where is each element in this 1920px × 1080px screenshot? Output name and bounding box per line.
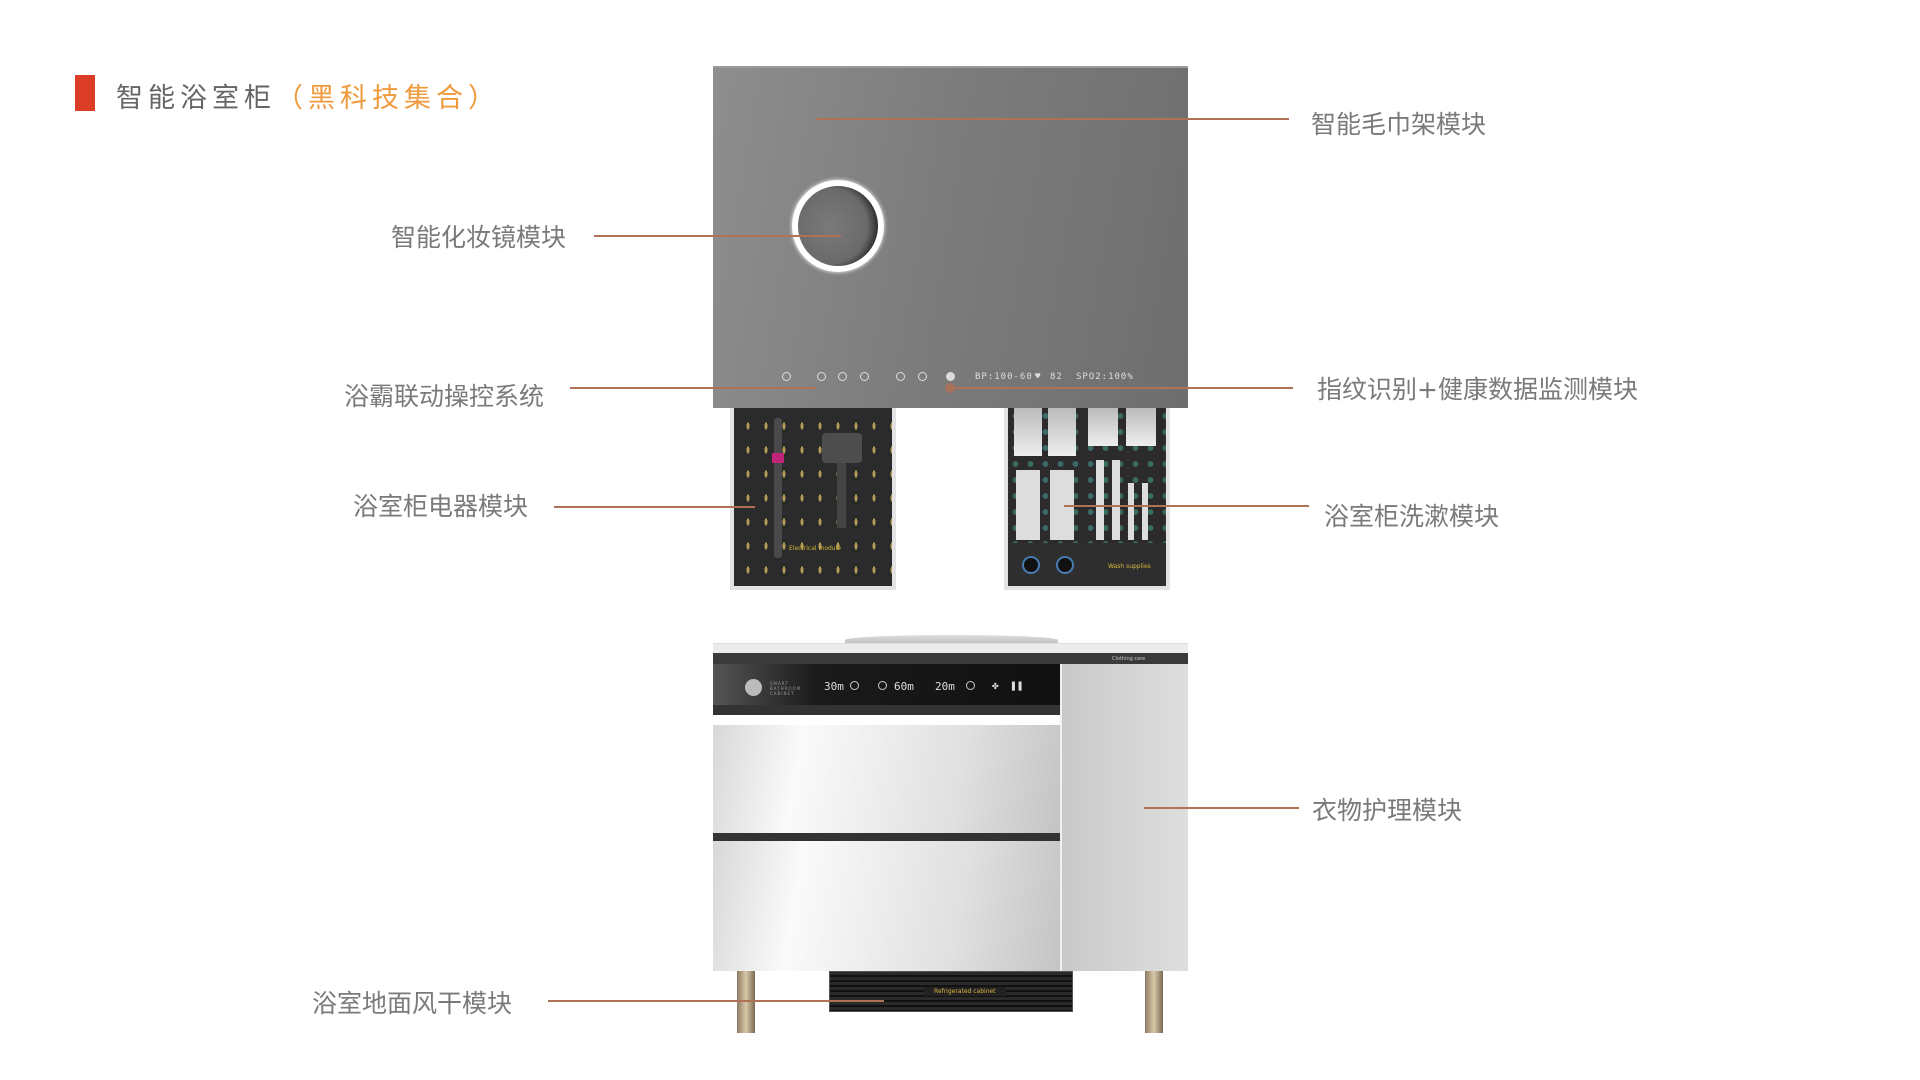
timer-60m: 60m xyxy=(894,680,914,693)
hair-styler xyxy=(774,418,782,558)
tube xyxy=(1016,470,1040,540)
toothbrush xyxy=(1112,460,1120,540)
electrical-tag: Electrical module xyxy=(789,545,841,552)
cup xyxy=(1014,408,1042,456)
mode-button[interactable] xyxy=(878,681,887,690)
leader-line xyxy=(1144,807,1299,809)
label-fingerprint-health: 指纹识别+健康数据监测模块 xyxy=(1317,375,1638,404)
heart-icon: ♥ xyxy=(1035,372,1042,382)
drawer-divider xyxy=(713,833,1060,841)
fan-icon: ✤ xyxy=(992,679,999,692)
pause-icon xyxy=(817,372,826,381)
leader-line xyxy=(594,235,841,237)
mode-icon xyxy=(838,372,847,381)
clothing-tag: Clothing care xyxy=(1112,656,1146,662)
label-bath-heater-control: 浴霸联动操控系统 xyxy=(344,382,545,411)
toothbrush xyxy=(1142,483,1148,540)
label-wash: 浴室柜洗漱模块 xyxy=(1324,502,1500,531)
label-makeup-mirror: 智能化妆镜模块 xyxy=(391,223,567,252)
title-main: 智能浴室柜 xyxy=(116,83,276,114)
timer-30m: 30m xyxy=(824,680,844,693)
toothbrush xyxy=(1128,483,1134,540)
label-floor-dry: 浴室地面风干模块 xyxy=(312,989,513,1018)
floor-dryer: Refrigerated cabinet xyxy=(829,971,1073,1012)
right-leg xyxy=(1145,971,1163,1033)
leader-line xyxy=(950,387,1293,389)
stop-icon xyxy=(918,372,927,381)
cup xyxy=(1126,408,1156,446)
label-clothing-care: 衣物护理模块 xyxy=(1312,796,1463,825)
pause-icon[interactable]: ❚❚ xyxy=(1010,679,1024,692)
timer-button[interactable] xyxy=(966,681,975,690)
light-icon xyxy=(782,372,791,381)
left-leg xyxy=(737,971,755,1033)
countertop xyxy=(713,643,1188,653)
cup xyxy=(1088,408,1118,446)
lower-drawer[interactable] xyxy=(713,841,1060,971)
heat-icon xyxy=(860,372,869,381)
cup xyxy=(1048,408,1076,456)
dryer-handle xyxy=(837,463,846,528)
brand-text: SMART BATHROOM CABINET xyxy=(770,681,802,696)
spo2-readout: SPO2:100% xyxy=(1076,372,1134,382)
leader-dot xyxy=(945,383,955,393)
title-subtitle: （黑科技集合） xyxy=(276,83,500,114)
clothing-care-door xyxy=(1060,664,1188,971)
fingerprint-icon xyxy=(946,372,955,381)
socket[interactable] xyxy=(1056,556,1074,574)
page-title: 智能浴室柜（黑科技集合） xyxy=(116,76,500,115)
control-panel xyxy=(713,664,1060,715)
top-band xyxy=(713,653,1188,664)
timer-20m: 20m xyxy=(935,680,955,693)
fan-icon xyxy=(896,372,905,381)
mirror-cabinet-panel xyxy=(713,66,1188,408)
styler-ring xyxy=(772,453,784,463)
basin xyxy=(845,635,1058,645)
brand-logo xyxy=(745,679,762,696)
leader-line xyxy=(816,118,1289,120)
blood-pressure-readout: BP:100-60 xyxy=(975,372,1033,382)
title-accent-bar xyxy=(75,75,95,111)
socket[interactable] xyxy=(1022,556,1040,574)
heart-rate-readout: 82 xyxy=(1050,372,1063,382)
hair-dryer xyxy=(822,433,862,463)
label-towel-rack: 智能毛巾架模块 xyxy=(1311,110,1487,139)
makeup-mirror xyxy=(792,180,884,272)
leader-line xyxy=(548,1000,884,1002)
toothbrush xyxy=(1096,460,1104,540)
wash-drawer: Wash supplies xyxy=(1004,408,1170,590)
leader-line xyxy=(1064,505,1309,507)
fridge-tag: Refrigerated cabinet xyxy=(924,987,1006,996)
leader-line xyxy=(554,506,755,508)
label-electrical: 浴室柜电器模块 xyxy=(353,492,529,521)
leader-line xyxy=(570,387,816,389)
wash-tag: Wash supplies xyxy=(1108,563,1151,570)
electrical-drawer: Electrical module xyxy=(730,408,896,590)
timer-button[interactable] xyxy=(850,681,859,690)
upper-drawer[interactable] xyxy=(713,725,1060,833)
